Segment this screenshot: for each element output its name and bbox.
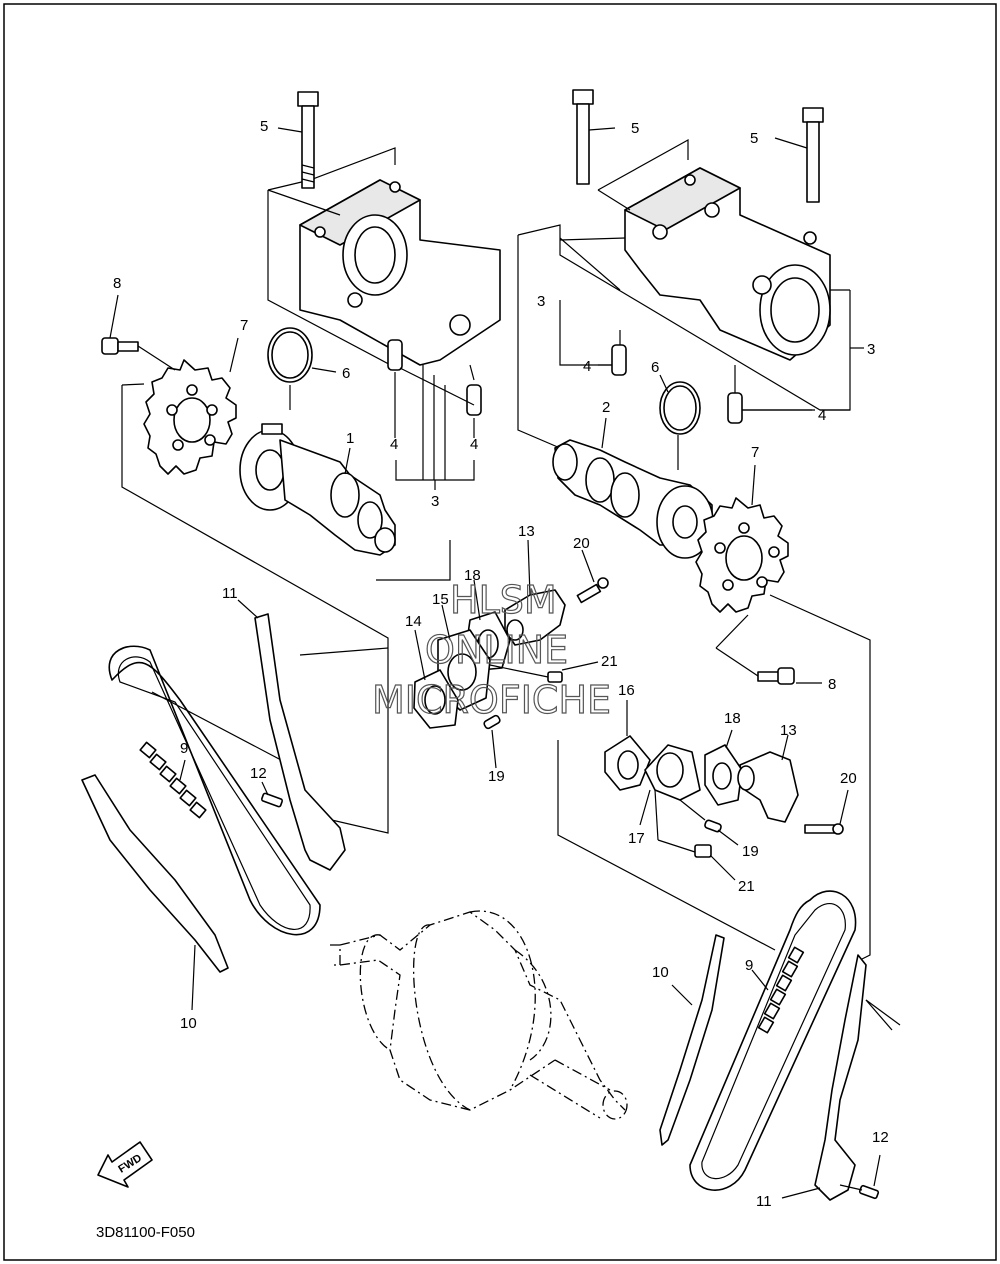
- right-cam-chain: [689, 890, 857, 1191]
- callout-11: 11: [756, 1193, 772, 1210]
- callout-14: 14: [405, 613, 422, 630]
- callout-2: 2: [602, 399, 610, 416]
- diagram-code: 3D81100-F050: [96, 1224, 195, 1241]
- callout-9: 9: [180, 740, 188, 757]
- diagram-frame: [3, 3, 997, 1261]
- left-circlip: [267, 327, 313, 383]
- callout-19: 19: [488, 768, 505, 785]
- callout-18: 18: [464, 567, 481, 584]
- left-camshaft: [239, 423, 396, 556]
- crankshaft-reference: [330, 910, 628, 1120]
- callout-21: 21: [601, 653, 618, 670]
- callout-12: 12: [250, 765, 267, 782]
- chain-links-right: [757, 946, 805, 1034]
- callout-4: 4: [390, 436, 398, 453]
- callout-19: 19: [742, 843, 759, 860]
- callout-10: 10: [180, 1015, 197, 1032]
- callout-4: 4: [818, 407, 826, 424]
- callout-16: 16: [618, 682, 635, 699]
- right-tensioner: [737, 751, 799, 823]
- callout-17: 17: [628, 830, 645, 847]
- watermark-line-1: HLSM: [450, 578, 557, 622]
- callout-13: 13: [518, 523, 535, 540]
- callout-3: 3: [431, 493, 439, 510]
- callout-5: 5: [260, 118, 268, 135]
- dowel-pin: [466, 384, 482, 416]
- right-cam-sprocket: [695, 497, 789, 613]
- left-cam-chain: [108, 645, 321, 936]
- watermark: HLSM ONLINE MICROFICHE: [371, 577, 611, 722]
- callout-5: 5: [631, 120, 639, 137]
- right-bolt-21: [694, 844, 712, 858]
- right-pin: [704, 819, 722, 833]
- right-holder-bolt-b: [802, 107, 824, 203]
- left-cam-sprocket: [143, 359, 237, 475]
- callout-7: 7: [751, 444, 759, 461]
- callout-8: 8: [113, 275, 121, 292]
- callout-10: 10: [652, 964, 669, 981]
- callout-9: 9: [745, 957, 753, 974]
- watermark-line-3: MICROFICHE: [372, 678, 611, 722]
- center-tensioner: [504, 589, 566, 646]
- callout-20: 20: [573, 535, 590, 552]
- center-tensioner-bolt: [576, 577, 609, 604]
- callout-6: 6: [651, 359, 659, 376]
- center-pin: [483, 714, 501, 730]
- callout-7: 7: [240, 317, 248, 334]
- fwd-arrow: FWD: [97, 1141, 153, 1188]
- callout-13: 13: [780, 722, 797, 739]
- dowel-pin: [611, 344, 627, 376]
- left-chain-guide: [81, 774, 229, 973]
- left-tensioner-guide: [254, 613, 346, 871]
- left-guide-bolt: [260, 792, 284, 808]
- callout-8: 8: [828, 676, 836, 693]
- left-holder-bolt: [297, 91, 319, 189]
- right-camshaft-holder: [624, 167, 831, 361]
- right-guide-bolt: [858, 1184, 880, 1200]
- right-tensioner-guide: [814, 954, 867, 1201]
- chain-links-left: [139, 741, 207, 819]
- callout-6: 6: [342, 365, 350, 382]
- callout-21: 21: [738, 878, 755, 895]
- right-circlip: [659, 381, 701, 435]
- left-sprocket-bolt: [101, 337, 139, 355]
- callout-11: 11: [222, 585, 238, 602]
- callout-18: 18: [724, 710, 741, 727]
- right-sprocket-bolt: [757, 667, 795, 685]
- right-camshaft: [552, 439, 714, 559]
- callout-3: 3: [537, 293, 545, 310]
- callout-4: 4: [583, 358, 591, 375]
- callout-12: 12: [872, 1129, 889, 1146]
- dowel-pin: [727, 392, 743, 424]
- left-camshaft-holder: [299, 179, 501, 366]
- dowel-pin: [387, 339, 403, 371]
- callout-15: 15: [432, 591, 449, 608]
- callout-1: 1: [346, 430, 354, 447]
- right-tensioner-bolt: [804, 823, 844, 835]
- watermark-line-2: ONLINE: [425, 628, 568, 672]
- callout-4: 4: [470, 436, 478, 453]
- right-holder-bolt-a: [572, 89, 594, 185]
- right-chain-guide: [659, 934, 725, 1146]
- callout-20: 20: [840, 770, 857, 787]
- callout-5: 5: [750, 130, 758, 147]
- callout-3: 3: [867, 341, 875, 358]
